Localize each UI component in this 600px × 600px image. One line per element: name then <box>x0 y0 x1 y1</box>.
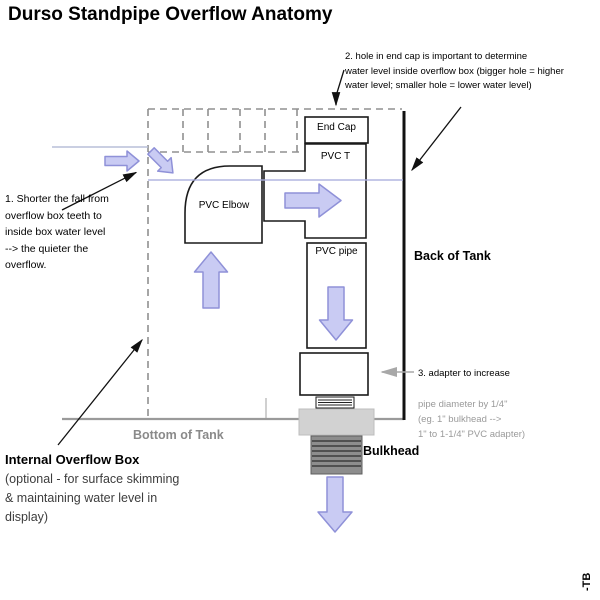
annotation-adapter-head: 3. adapter to increase <box>418 368 510 380</box>
bulkhead-flange <box>298 408 375 436</box>
page-title: Durso Standpipe Overflow Anatomy <box>8 4 333 25</box>
bulkhead-label: Bulkhead <box>363 444 420 458</box>
flow-arrow-into-tee-icon <box>284 183 342 218</box>
bulkhead-threads <box>312 440 361 467</box>
bulkhead-body <box>310 435 363 475</box>
adapter-threads <box>318 399 352 406</box>
flow-arrow-out-bulkhead-icon <box>317 476 353 533</box>
internal-overflow-box-description: (optional - for surface skimming & maint… <box>5 472 180 524</box>
flow-arrow-over-teeth-icon <box>147 147 174 174</box>
annotation-adapter: 3. adapter to increase pipe diameter by … <box>418 351 568 458</box>
flow-arrow-into-teeth-icon <box>104 150 140 172</box>
pvc-tee-label: PVC T <box>320 151 351 162</box>
pvc-pipe-label: PVC pipe <box>315 246 358 257</box>
flow-arrow-down-pipe-icon <box>318 286 354 341</box>
overflow-box-leader-arrow <box>57 338 143 446</box>
overflow-box-dashed-outline <box>147 108 402 419</box>
note1-leader-arrow <box>61 171 138 211</box>
bottom-of-tank-label: Bottom of Tank <box>133 428 224 442</box>
internal-overflow-box-title: Internal Overflow Box <box>5 452 140 467</box>
flow-arrow-up-into-elbow-icon <box>193 251 229 309</box>
note2-endcap-leader-arrow <box>331 69 345 107</box>
pvc-tee-shape <box>263 143 367 239</box>
end-cap-label: End Cap <box>317 122 356 133</box>
annotation-shorter-fall: 1. Shorter the fall from overflow box te… <box>5 193 109 271</box>
artist-signature: -TB <box>581 572 593 591</box>
note2-backtank-leader-arrow <box>411 106 462 172</box>
pvc-elbow-shape <box>184 165 263 244</box>
annotation-adapter-body: pipe diameter by 1/4" (eg. 1" bulkhead -… <box>418 398 526 441</box>
back-of-tank-label: Back of Tank <box>414 249 491 263</box>
adapter-shape <box>299 352 369 396</box>
pvc-elbow-label: PVC Elbow <box>198 200 250 211</box>
end-cap-shape <box>304 116 369 144</box>
annotation-hole-in-end-cap: 2. hole in end cap is important to deter… <box>345 51 564 92</box>
